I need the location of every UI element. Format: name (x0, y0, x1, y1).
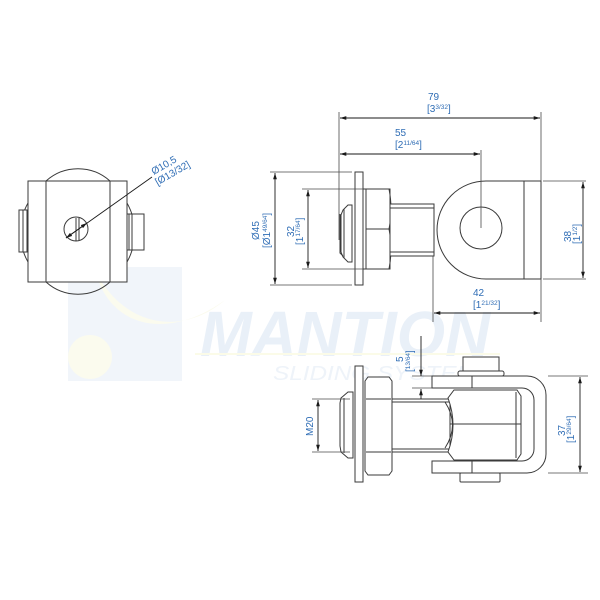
watermark: MANTION SLIDING SYSTEMS (68, 267, 500, 385)
dim-washer-diameter-imperial: [Ø149/64] (262, 213, 273, 248)
dim-plate-thickness-imperial: [13/64] (405, 350, 416, 372)
dim-eye-length-imperial: [121/32] (473, 300, 501, 311)
dim-nut-width-imperial: [117/64] (295, 217, 306, 245)
dim-hole-center: 55 (395, 128, 407, 139)
dim-eye-height: 38 (563, 230, 574, 242)
side-view: M20 5 [13/64] 37 [129/64] (305, 336, 588, 483)
dim-eye-height-imperial: [11/2] (572, 224, 583, 244)
dim-overall-length: 79 (428, 92, 440, 103)
watermark-dot (68, 335, 112, 379)
watermark-brand: MANTION (200, 298, 492, 370)
watermark-swoosh (95, 270, 225, 324)
dim-overall-length-imperial: [33/32] (427, 104, 451, 115)
dim-plate-thickness: 5 (395, 356, 406, 362)
dim-eye-length: 42 (473, 288, 485, 299)
dim-bracket-height-imperial: [129/64] (566, 415, 577, 443)
dim-washer-diameter: Ø45 (251, 221, 262, 240)
dim-bracket-height: 37 (557, 424, 568, 436)
dim-thread-size: M20 (305, 416, 316, 436)
dim-nut-width: 32 (286, 225, 297, 237)
top-view: 79 [33/32] 55 [211/64] Ø45 [Ø149/64] 32 (251, 92, 586, 322)
dim-hole-center-imperial: [211/64] (395, 140, 422, 151)
